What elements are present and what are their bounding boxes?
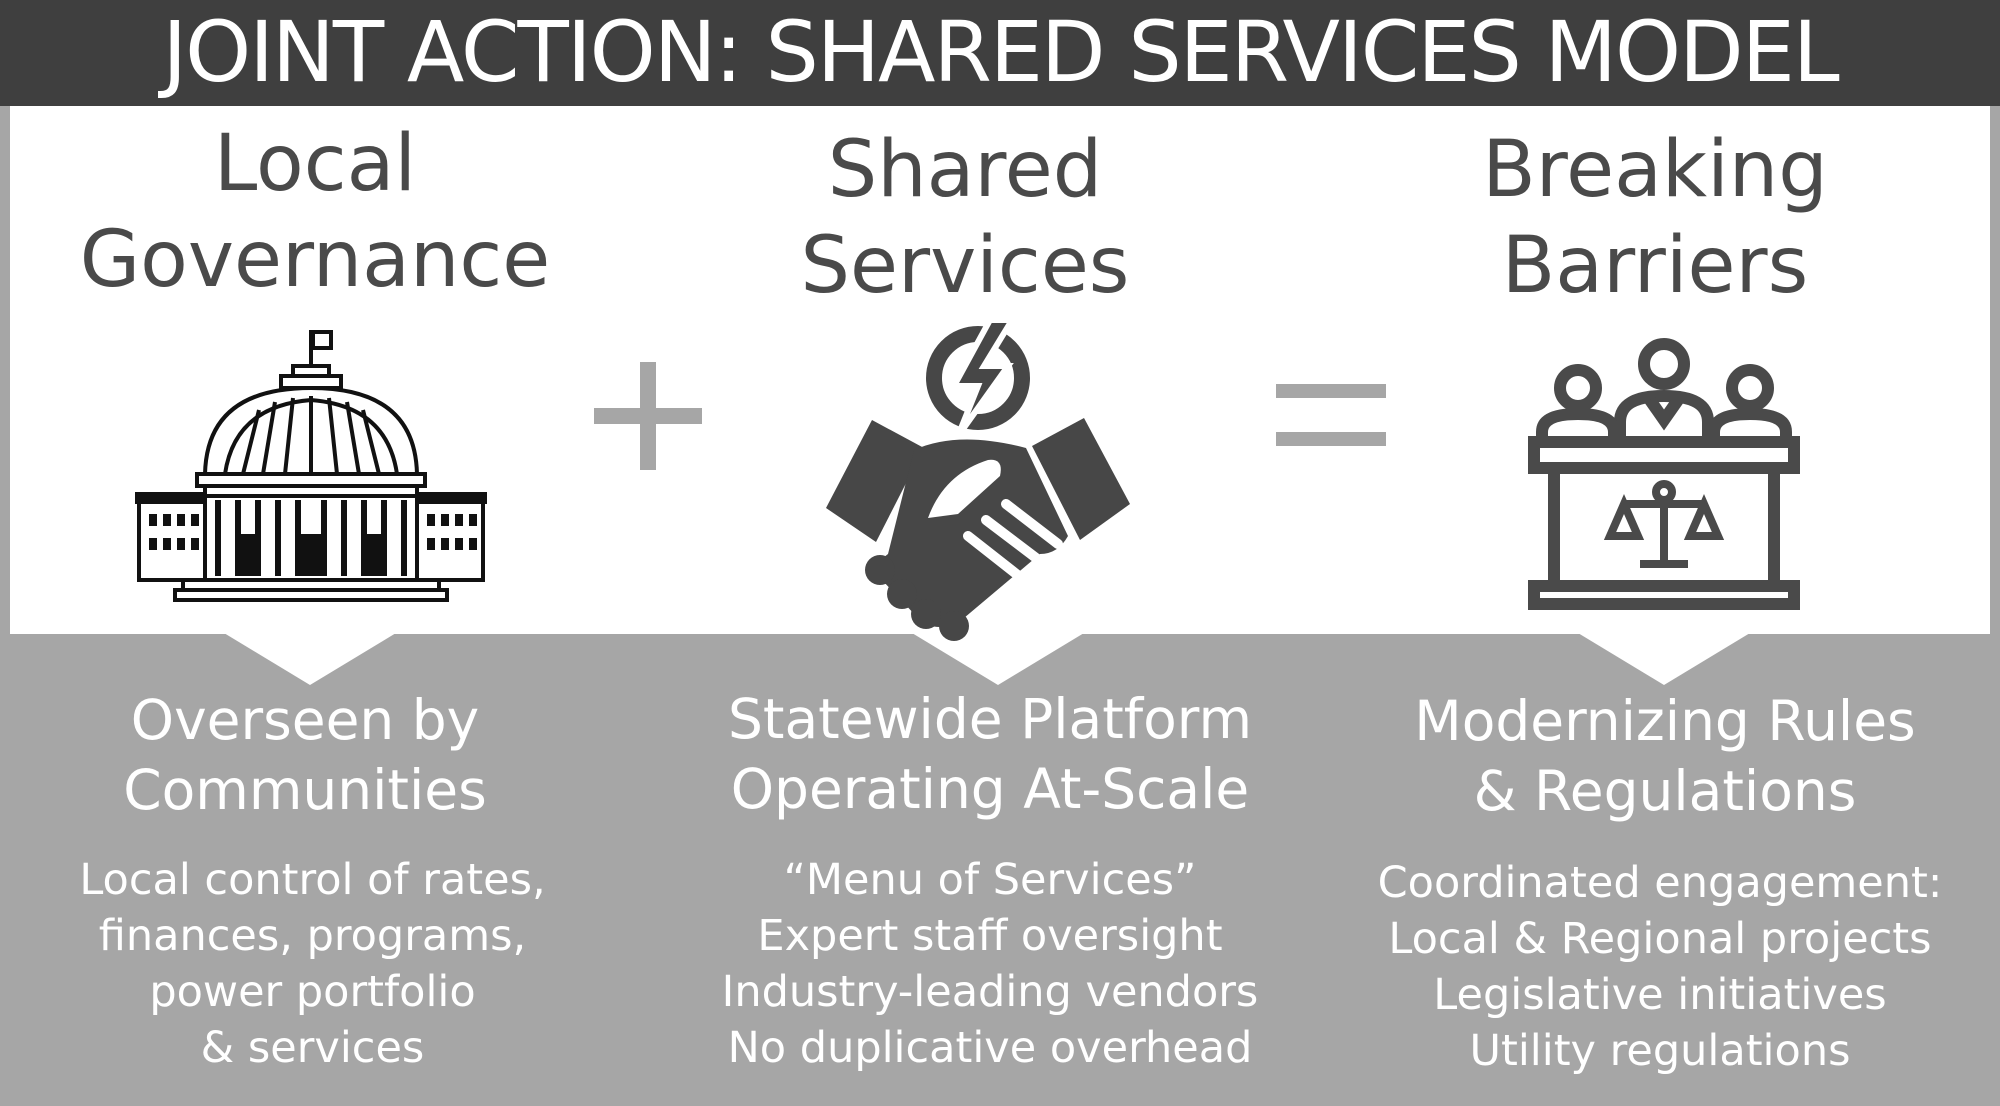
detail-line: Legislative initiatives bbox=[1433, 970, 1887, 1020]
detail-line: Coordinated engagement: bbox=[1377, 858, 1943, 908]
detail-line: & services bbox=[200, 1023, 425, 1073]
details-shared-services: “Menu of Services” Expert staff oversigh… bbox=[690, 852, 1290, 1076]
title-banner bbox=[0, 0, 2000, 106]
detail-line: finances, programs, bbox=[98, 911, 527, 961]
heading-line: Services bbox=[800, 221, 1130, 311]
equals-operator bbox=[1276, 384, 1386, 446]
detail-line: Local & Regional projects bbox=[1388, 914, 1932, 964]
heading-line: Governance bbox=[79, 215, 551, 305]
details-breaking-barriers: Coordinated engagement: Local & Regional… bbox=[1335, 855, 1985, 1079]
subheading-line: Statewide Platform bbox=[727, 687, 1253, 751]
plus-operator bbox=[594, 362, 702, 470]
detail-line: No duplicative overhead bbox=[727, 1023, 1253, 1073]
detail-line: Industry-leading vendors bbox=[721, 967, 1259, 1017]
subheading-line: Modernizing Rules bbox=[1414, 689, 1916, 753]
notch-pointer-3 bbox=[1578, 633, 1750, 685]
subheading-statewide-platform: Statewide Platform Operating At-Scale bbox=[695, 684, 1285, 824]
column-heading-breaking-barriers: Breaking Barriers bbox=[1400, 122, 1910, 314]
detail-line: “Menu of Services” bbox=[783, 855, 1197, 905]
heading-line: Breaking bbox=[1482, 125, 1828, 215]
heading-line: Shared bbox=[827, 125, 1103, 215]
subheading-line: Operating At-Scale bbox=[730, 757, 1250, 821]
capitol-building-icon bbox=[135, 330, 487, 602]
notch-pointer-1 bbox=[224, 633, 396, 685]
heading-line: Barriers bbox=[1501, 221, 1809, 311]
subheading-overseen-by-communities: Overseen by Communities bbox=[40, 685, 570, 825]
subheading-line: Overseen by bbox=[130, 688, 480, 752]
column-heading-local-governance: Local Governance bbox=[40, 116, 590, 308]
detail-line: Expert staff oversight bbox=[757, 911, 1223, 961]
subheading-line: Communities bbox=[123, 758, 487, 822]
notch-pointer-2 bbox=[912, 633, 1084, 685]
detail-line: power portfolio bbox=[149, 967, 476, 1017]
detail-line: Utility regulations bbox=[1469, 1026, 1851, 1076]
detail-line: Local control of rates, bbox=[79, 855, 546, 905]
judges-panel-icon bbox=[1528, 338, 1800, 610]
heading-line: Local bbox=[213, 119, 417, 209]
subheading-line: & Regulations bbox=[1473, 759, 1857, 823]
column-heading-shared-services: Shared Services bbox=[720, 122, 1210, 314]
subheading-modernizing-rules: Modernizing Rules & Regulations bbox=[1380, 686, 1950, 826]
details-local-governance: Local control of rates, finances, progra… bbox=[40, 852, 585, 1076]
handshake-power-icon bbox=[826, 318, 1130, 641]
page-title: JOINT ACTION: SHARED SERVICES MODEL bbox=[162, 3, 1839, 101]
